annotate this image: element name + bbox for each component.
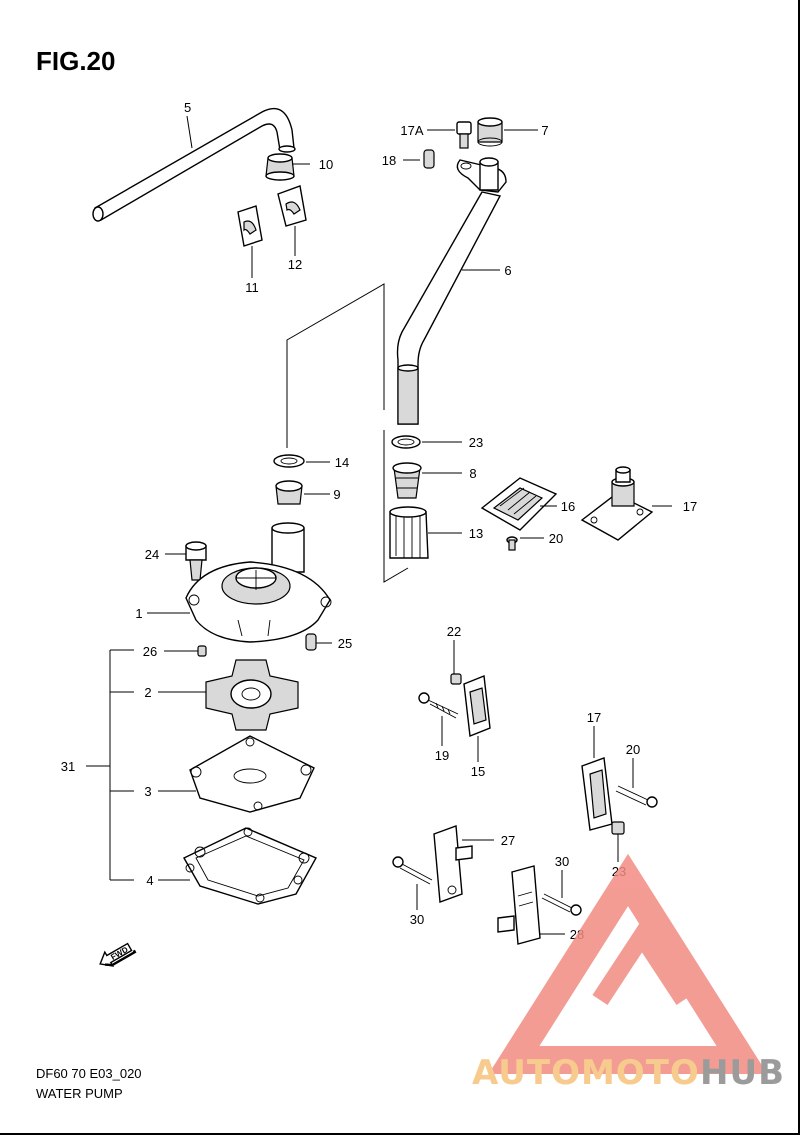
callout-30-left: 30 <box>410 912 424 927</box>
callout-11: 11 <box>245 280 259 295</box>
tube-part-6 <box>396 157 507 425</box>
nut-part-23-upper <box>450 673 462 685</box>
callout-12: 12 <box>288 257 302 272</box>
bracket-part-12 <box>277 185 307 227</box>
gasket-part-4 <box>183 827 317 905</box>
bolt-part-21 <box>418 692 459 719</box>
figure-title: FIG.20 <box>36 46 116 76</box>
callout-21: 19 <box>435 748 449 763</box>
bolt-part-30-left <box>392 856 433 885</box>
seal-part-25 <box>391 435 421 449</box>
key-part-27 <box>197 645 207 657</box>
callout-25: 23 <box>469 435 483 450</box>
callout-30-right: 30 <box>555 854 569 869</box>
bracket-part-11 <box>237 205 263 247</box>
callout-22: 20 <box>549 531 563 546</box>
callout-labels: 5 10 11 12 17A 7 18 6 23 8 14 9 13 16 17… <box>61 100 697 942</box>
callout-17: 16 <box>561 499 575 514</box>
callout-18: 17A <box>400 123 423 138</box>
pin-part-19 <box>423 149 435 169</box>
callout-16: 17 <box>587 710 601 725</box>
watermark-part2: HUB <box>700 1053 785 1093</box>
pump-case-part-1 <box>185 522 332 643</box>
hose-part-5 <box>92 107 296 222</box>
grommet-part-9 <box>275 480 303 505</box>
assembly-bracket-lines <box>286 283 409 583</box>
cap-part-7 <box>477 117 503 147</box>
watermark-logo-icon: AUTOMOTO HUB <box>472 853 785 1093</box>
watermark-part1: AUTOMOTO <box>472 1053 700 1093</box>
callout-10: 10 <box>319 157 333 172</box>
callout-9: 9 <box>333 487 340 502</box>
holder-part-16 <box>581 757 613 831</box>
callout-26: 25 <box>338 636 352 651</box>
leader-lines <box>147 115 672 935</box>
callout-3: 3 <box>144 784 151 799</box>
callout-14: 14 <box>335 455 349 470</box>
fwd-arrow-icon: FWD <box>99 942 137 967</box>
cover-part-17a <box>580 466 654 541</box>
bolt-part-20 <box>615 785 658 808</box>
diagram-caption: WATER PUMP <box>36 1086 123 1101</box>
callout-15: 15 <box>471 764 485 779</box>
kit-bracket-31 <box>86 649 134 881</box>
pin-part-26 <box>305 633 317 651</box>
callout-19: 18 <box>382 153 396 168</box>
seal-part-14 <box>273 454 305 468</box>
bolt-part-30-right <box>541 893 582 916</box>
diagram-code: DF60 70 E03_020 <box>36 1066 142 1081</box>
callout-24: 24 <box>145 547 159 562</box>
grommet-part-10 <box>265 153 295 181</box>
plate-part-3 <box>189 735 315 813</box>
callout-7: 7 <box>541 123 548 138</box>
callout-8: 8 <box>469 466 476 481</box>
callout-2: 2 <box>144 685 151 700</box>
holder-part-29 <box>433 825 473 903</box>
callout-27: 26 <box>143 644 157 659</box>
callout-6: 6 <box>504 263 511 278</box>
nut-part-23-lower <box>611 821 625 835</box>
holder-part-28 <box>497 865 541 945</box>
callout-1: 1 <box>135 606 142 621</box>
cover-part-17 <box>480 477 558 531</box>
grommet-part-8 <box>392 462 422 499</box>
callout-29: 27 <box>501 833 515 848</box>
callout-31: 31 <box>61 759 75 774</box>
screen-part-13 <box>389 506 429 559</box>
bolt-part-18 <box>456 121 472 149</box>
callout-23-upper: 22 <box>447 624 461 639</box>
callout-17a: 17 <box>683 499 697 514</box>
callout-4: 4 <box>146 873 153 888</box>
bolt-part-24 <box>185 541 207 581</box>
screw-part-22 <box>506 536 518 551</box>
callout-5: 5 <box>184 100 191 115</box>
holder-part-15 <box>463 675 491 737</box>
callout-13: 13 <box>469 526 483 541</box>
impeller-part-2 <box>205 659 299 731</box>
callout-20: 20 <box>626 742 640 757</box>
